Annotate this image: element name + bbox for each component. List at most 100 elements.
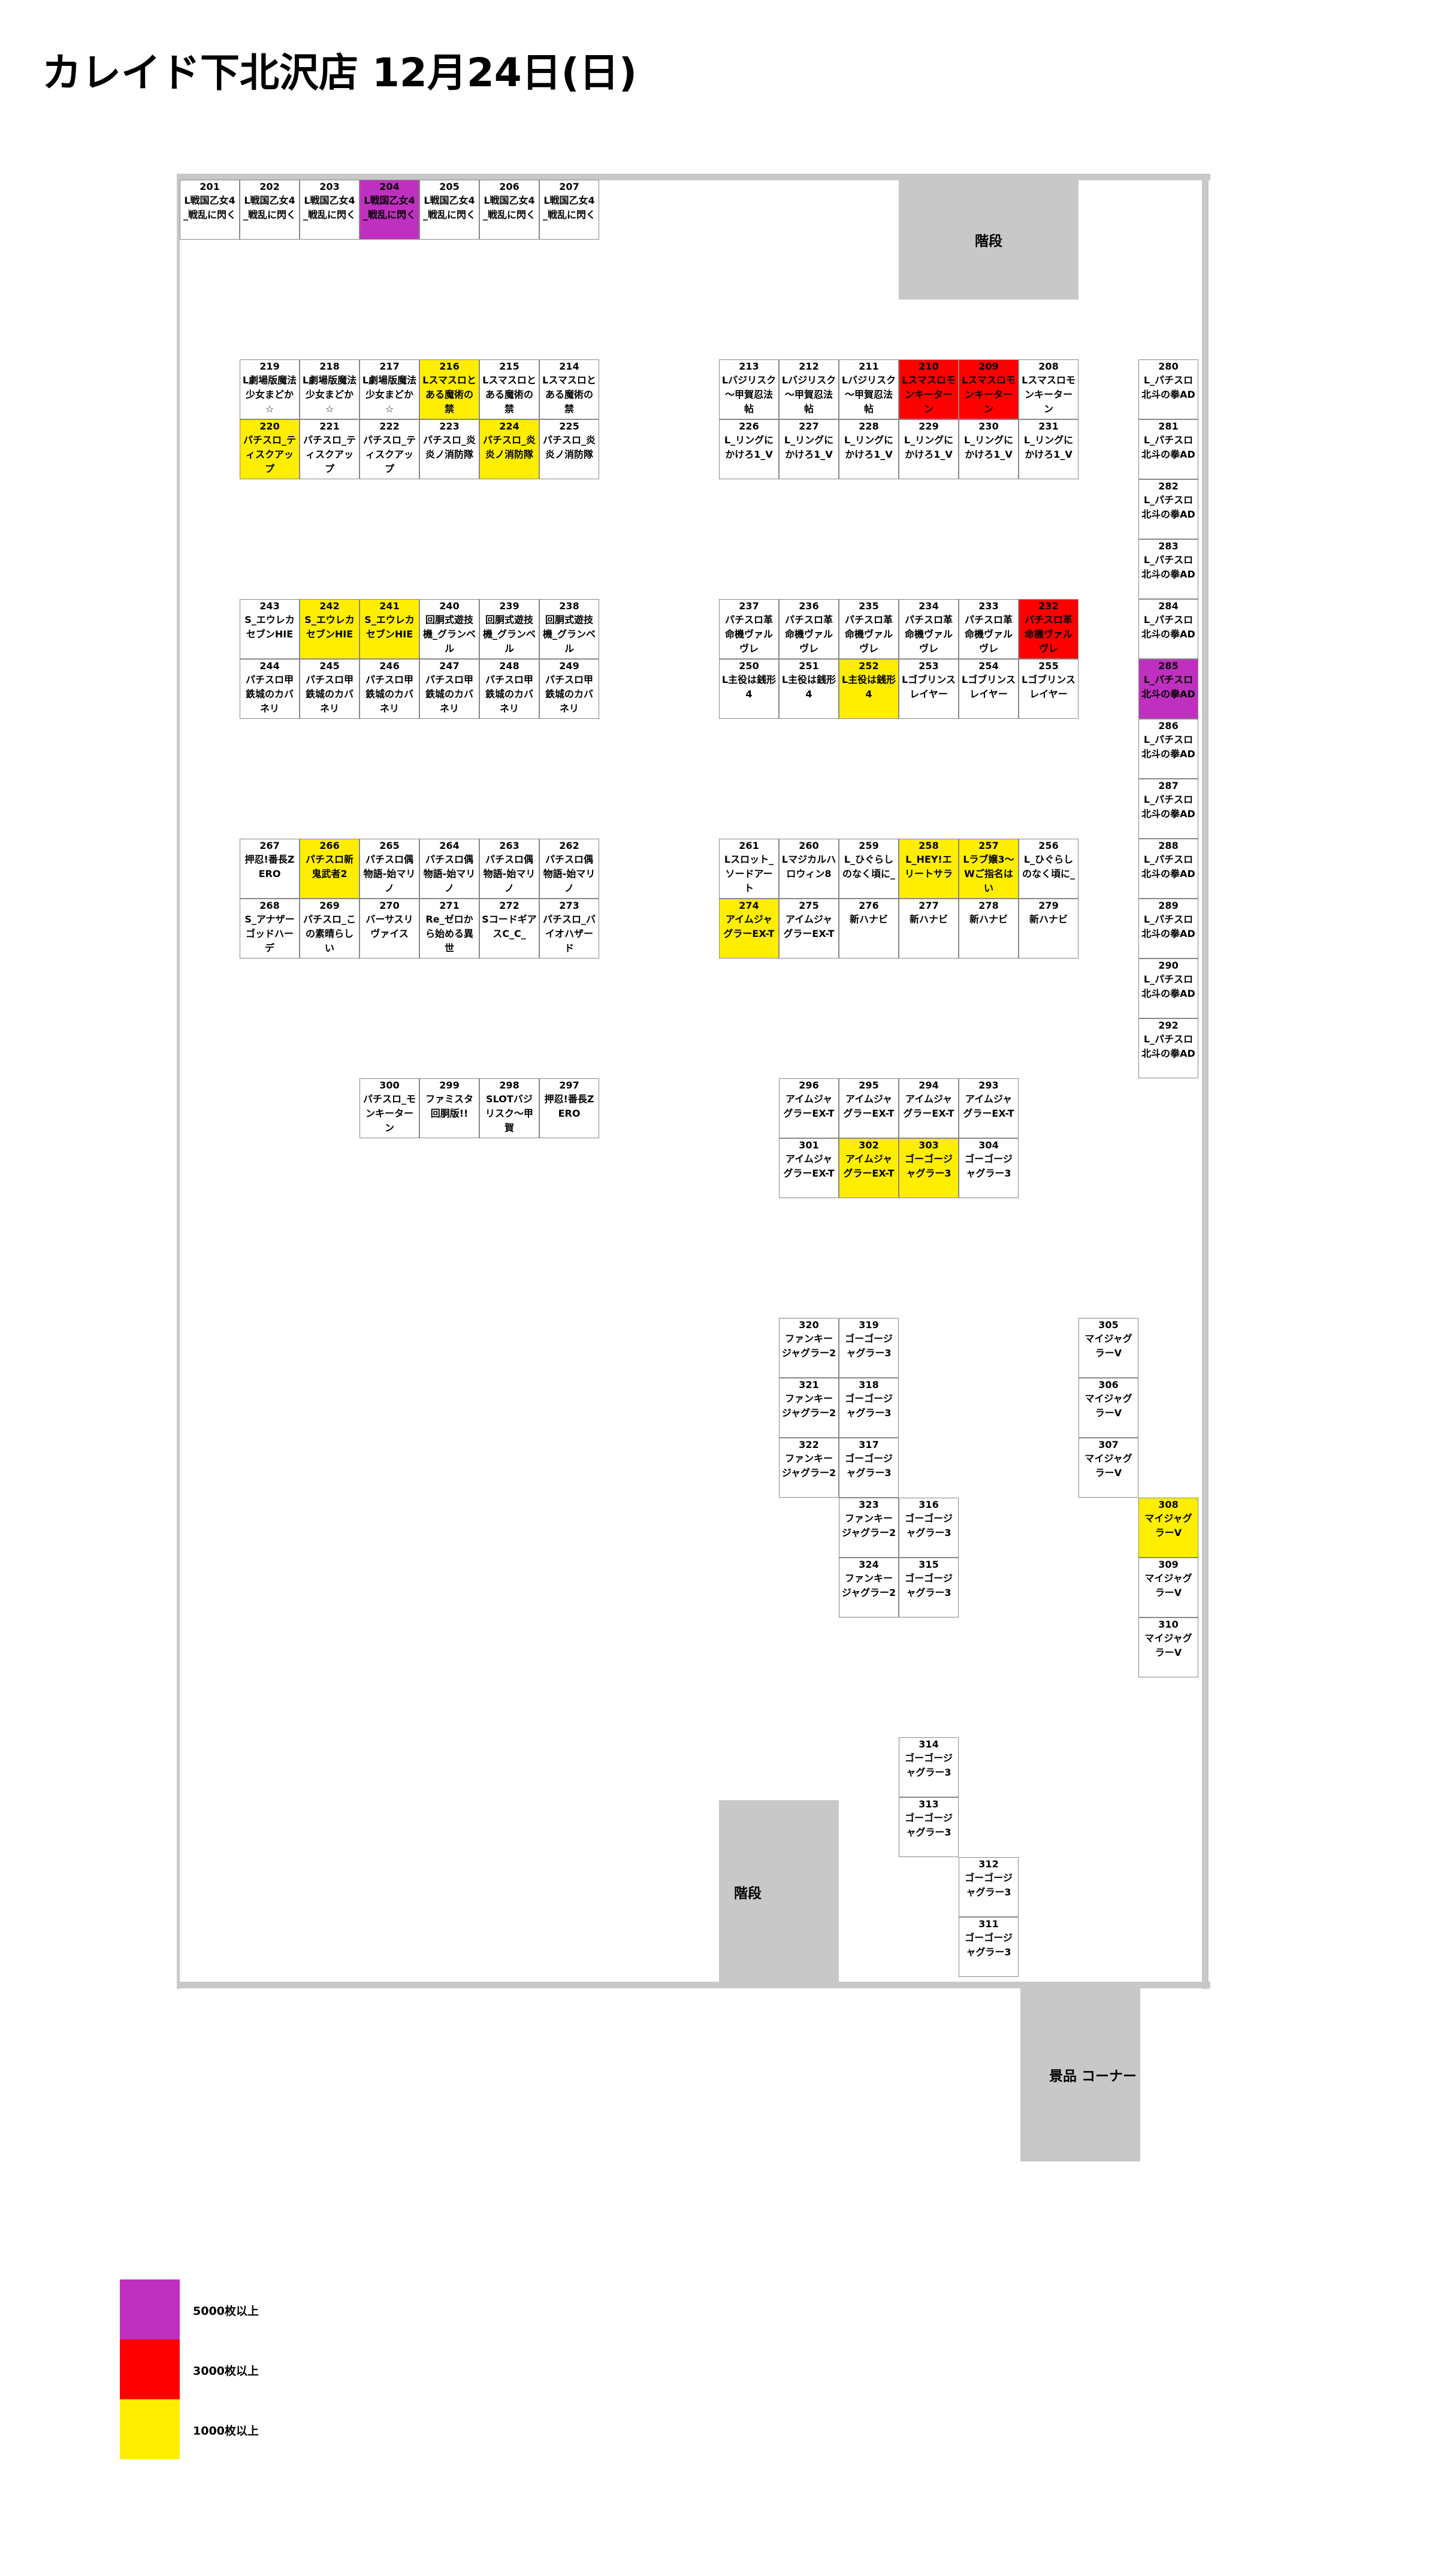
machine-number: 315 [919,1559,939,1570]
machine-name: L戦国乙女4_戦乱に閃く [542,195,596,220]
machine-name: S_アナザーゴッドハーデ [244,914,295,954]
machine-number: 277 [919,900,939,911]
machine-number: 292 [1158,1020,1179,1031]
machine-number: 273 [559,900,579,911]
machine-name: ゴーゴージャグラー3 [905,1812,953,1838]
machine-number: 268 [259,900,280,911]
machine-number: 215 [499,361,519,372]
machine-name: ファンキージャグラー2 [781,1333,836,1359]
wall-right [1202,174,1209,1989]
machine-name: パチスロ革命機ヴァルヴレ [724,614,773,654]
machine-number: 322 [799,1439,819,1450]
machine-name: マイジャグラーV [1084,1333,1132,1359]
machine-237: 237 パチスロ革命機ヴァルヴレ [719,599,779,659]
machine-322: 322 ファンキージャグラー2 [779,1438,839,1498]
machine-name: Lゴブリンスレイヤー [962,674,1016,700]
machine-number: 286 [1158,720,1179,731]
machine-number: 319 [859,1319,879,1331]
machine-name: パチスロ_バイオハザード [542,914,596,954]
machine-name: マイジャグラーV [1144,1513,1192,1538]
machine-number: 219 [259,361,280,372]
machine-name: L_パチスロ北斗の拳AD [1141,374,1195,400]
machine-number: 250 [739,660,759,672]
wall-top [177,174,1210,180]
machine-name: Lスマスロモンキーターン [902,374,956,415]
machine-number: 237 [739,600,759,612]
prize-corner: 景品 コーナー [1020,1988,1140,2161]
machine-name: マイジャグラーV [1084,1453,1132,1479]
machine-name: L_パチスロ北斗の拳AD [1141,734,1195,760]
machine-number: 263 [499,840,519,851]
machine-number: 290 [1158,960,1179,971]
machine-name: Lゴブリンスレイヤー [902,674,956,700]
machine-number: 261 [739,840,759,851]
machine-number: 223 [439,421,460,432]
machine-name: パチスロ偶物語-始マリノ [423,854,476,894]
wall-left [177,174,180,1989]
machine-name: ゴーゴージャグラー3 [965,1932,1013,1958]
machine-name: ファンキージャグラー2 [781,1453,836,1479]
machine-name: L_HEY!エリートサラ [904,854,953,879]
machine-name: Lスマスロとある魔術の禁 [482,374,536,415]
machine-name: アイムジャグラーEX-T [903,1093,954,1119]
machine-name: パチスロ革命機ヴァルヴレ [964,614,1013,654]
machine-name: マイジャグラーV [1144,1632,1192,1658]
machine-name: 新ハナビ [1029,914,1068,925]
machine-name: Lゴブリンスレイヤー [1022,674,1076,700]
machine-name: パチスロ_炎炎ノ消防隊 [482,434,536,460]
machine-name: L戦国乙女4_戦乱に閃く [422,195,476,220]
machine-number: 229 [919,421,939,432]
machine-number: 281 [1158,421,1179,432]
machine-number: 316 [919,1499,939,1510]
machine-number: 276 [859,900,879,911]
machine-number: 217 [379,361,400,372]
machine-number: 310 [1158,1619,1179,1630]
machine-number: 245 [319,660,340,672]
machine-name: パチスロ甲鉄城のカバネリ [245,674,294,714]
machine-number: 295 [859,1080,879,1091]
machine-number: 224 [499,421,519,432]
machine-name: Lバジリスク～甲賀忍法帖 [781,374,836,415]
machine-name: S_エウレカセブンHIE [244,614,295,640]
machine-name: ファンキージャグラー2 [841,1573,896,1598]
machine-number: 278 [978,900,999,911]
